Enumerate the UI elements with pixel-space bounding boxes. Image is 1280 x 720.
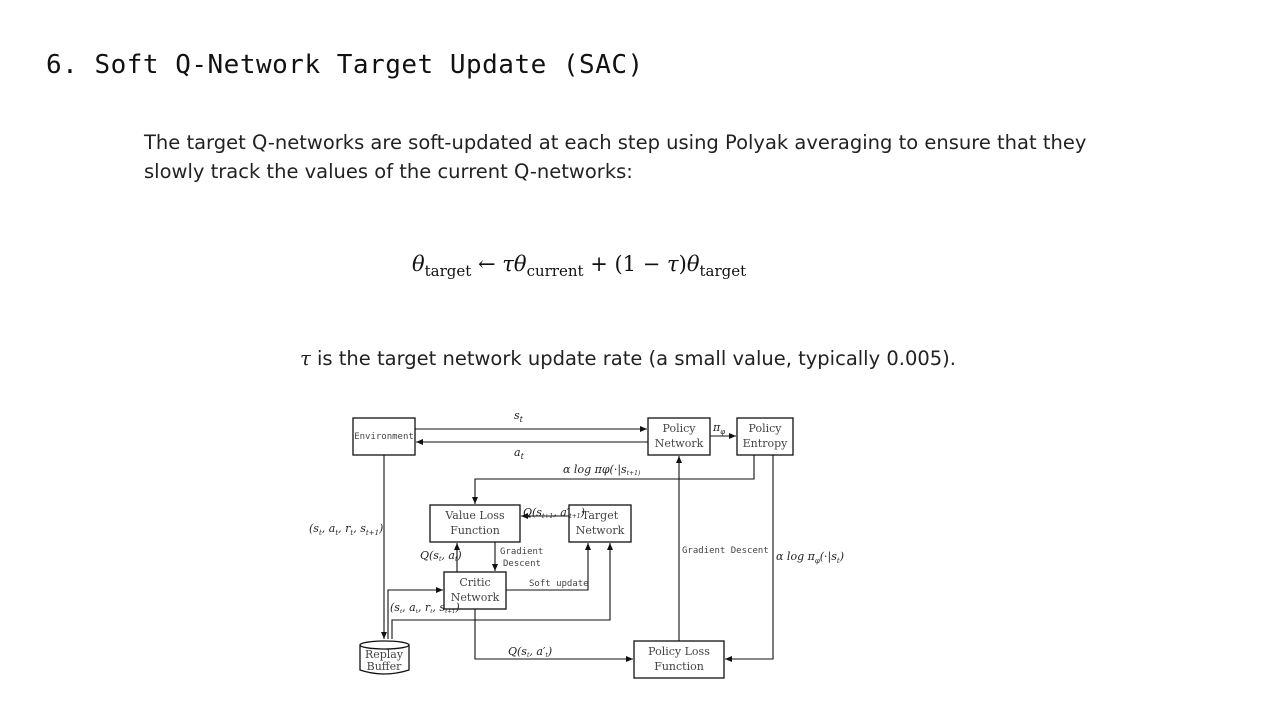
policy-entropy-box: Policy Entropy <box>736 417 794 456</box>
target-network-box: Target Network <box>568 504 632 543</box>
policy-network-label-2: Network <box>655 437 704 450</box>
eq-sub-target-2: target <box>699 262 747 280</box>
note-text: is the target network update rate (a sma… <box>310 347 956 370</box>
label-q-target: Q(st+1, a′t+1) <box>523 506 585 520</box>
critic-network-label-1: Critic <box>459 576 490 589</box>
label-at: at <box>514 446 525 461</box>
target-network-label-2: Network <box>576 524 625 537</box>
eq-theta-3: θ <box>686 252 700 276</box>
policy-loss-label-2: Function <box>654 660 704 673</box>
label-alpha-log-right: α log πφ(·|st) <box>776 550 844 565</box>
arrow-entropy-to-value-loss <box>472 455 755 504</box>
value-loss-label-1: Value Loss <box>444 509 505 522</box>
value-loss-box: Value Loss Function <box>429 504 521 543</box>
arrow-buffer-to-target <box>391 543 613 639</box>
diagram-connectors <box>381 426 774 662</box>
note-tau: τ <box>300 347 311 370</box>
tau-note: τ is the target network update rate (a s… <box>300 347 956 370</box>
eq-sub-current: current <box>526 262 584 280</box>
critic-network-label-2: Network <box>451 591 500 604</box>
arrow-entropy-to-policy-loss <box>725 455 774 662</box>
label-transition-bottom: (st, at, rt, st+1) <box>390 601 460 615</box>
arrow-buffer-to-critic <box>387 587 443 639</box>
replay-buffer-label-2: Buffer <box>367 660 402 673</box>
polyak-equation: θtarget ← τθcurrent + (1 − τ)θtarget <box>412 252 746 280</box>
policy-entropy-label-2: Entropy <box>743 437 788 450</box>
policy-loss-label-1: Policy Loss <box>648 645 710 658</box>
critic-network-box: Critic Network <box>443 571 507 610</box>
eq-tau-1: τ <box>502 252 514 276</box>
label-st: st <box>514 409 524 424</box>
label-q-sa: Q(st, at) <box>420 549 462 563</box>
label-q-policy: Q(st, a′t) <box>508 645 552 659</box>
eq-arrow: ← <box>478 252 496 276</box>
environment-label: Environment <box>354 432 414 442</box>
environment-box: Environment <box>352 417 416 456</box>
eq-mid: + (1 − <box>583 252 667 276</box>
label-gradient-descent-long: Gradient Descent <box>682 546 769 556</box>
intro-paragraph: The target Q-networks are soft-updated a… <box>144 131 1087 183</box>
eq-sub-target-1: target <box>424 262 472 280</box>
label-soft-update: Soft update <box>529 579 589 589</box>
eq-tau-2: τ <box>667 252 679 276</box>
eq-theta-2: θ <box>513 252 527 276</box>
replay-buffer-cylinder: Replay Buffer <box>359 640 410 675</box>
eq-theta-1: θ <box>412 252 425 276</box>
policy-entropy-label-1: Policy <box>749 422 783 435</box>
eq-close: ) <box>678 252 687 276</box>
policy-network-label-1: Policy <box>663 422 697 435</box>
label-gradient-descent-1: Gradient <box>500 547 543 557</box>
label-alpha-log-top: α log πφ(·|st+1) <box>563 463 641 477</box>
value-loss-label-2: Function <box>450 524 500 537</box>
slide-title: 6. Soft Q-Network Target Update (SAC) <box>46 50 644 80</box>
label-transition-left: (st, at, rt, st+1) <box>309 522 383 537</box>
replay-buffer-label-1: Replay <box>365 648 404 661</box>
arrow-critic-to-policy-loss <box>474 609 633 662</box>
label-pi-phi: πφ <box>712 421 725 436</box>
target-network-label-1: Target <box>582 509 619 522</box>
arrow-soft-update <box>506 543 591 591</box>
policy-network-box: Policy Network <box>647 417 711 456</box>
label-gradient-descent-2: Descent <box>503 559 541 569</box>
policy-loss-box: Policy Loss Function <box>633 640 725 679</box>
